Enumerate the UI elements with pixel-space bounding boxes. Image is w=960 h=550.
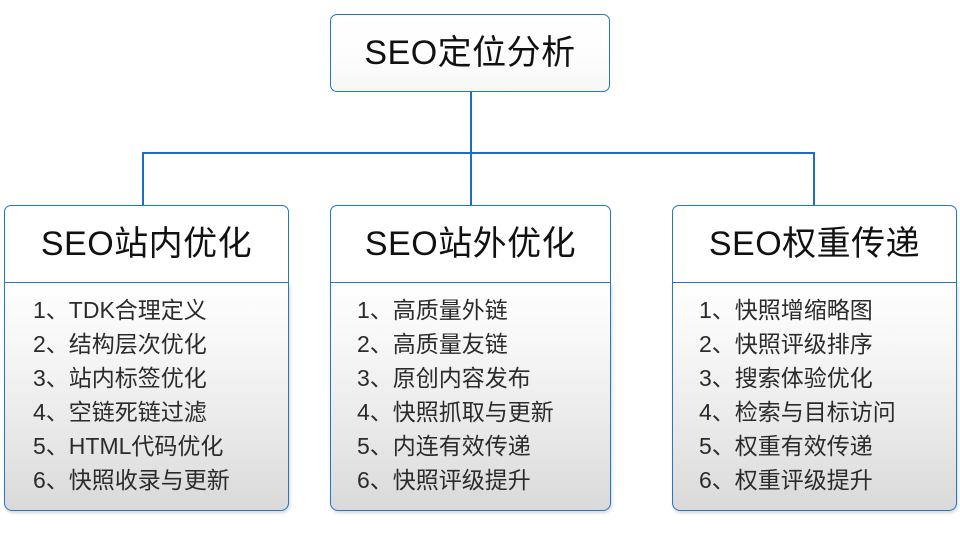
branch-body-2: 1、高质量外链 2、高质量友链 3、原创内容发布 4、快照抓取与更新 5、内连有… xyxy=(330,283,611,511)
list-item: 3、原创内容发布 xyxy=(331,361,610,395)
connector-drop-branch-1 xyxy=(142,152,144,206)
list-item-label: 权重有效传递 xyxy=(734,433,873,459)
list-item-label: 站内标签优化 xyxy=(68,365,207,391)
list-item: 6、快照评级提升 xyxy=(331,463,610,497)
branch-header-3[interactable]: SEO权重传递 xyxy=(672,205,957,283)
list-item: 5、HTML代码优化 xyxy=(5,429,288,463)
branch-header-2[interactable]: SEO站外优化 xyxy=(330,205,611,283)
connector-drop-branch-2 xyxy=(470,152,472,206)
list-item-label: 快照抓取与更新 xyxy=(392,399,554,425)
list-item-label: 快照增缩略图 xyxy=(734,297,873,323)
list-item: 2、高质量友链 xyxy=(331,327,610,361)
list-item-index: 5、 xyxy=(699,433,735,459)
list-item: 3、搜索体验优化 xyxy=(673,361,956,395)
list-item-label: 搜索体验优化 xyxy=(734,365,873,391)
list-item-index: 1、 xyxy=(33,297,69,323)
branch-body-3: 1、快照增缩略图 2、快照评级排序 3、搜索体验优化 4、检索与目标访问 5、权… xyxy=(672,283,957,511)
branch-list-3: 1、快照增缩略图 2、快照评级排序 3、搜索体验优化 4、检索与目标访问 5、权… xyxy=(673,293,956,497)
root-node[interactable]: SEO定位分析 xyxy=(330,14,610,92)
list-item-index: 4、 xyxy=(33,399,69,425)
list-item-label: 原创内容发布 xyxy=(392,365,531,391)
list-item-index: 3、 xyxy=(699,365,735,391)
list-item-index: 6、 xyxy=(357,467,393,493)
list-item-index: 6、 xyxy=(33,467,69,493)
list-item-index: 3、 xyxy=(33,365,69,391)
list-item-label: 高质量外链 xyxy=(392,297,508,323)
list-item-label: 结构层次优化 xyxy=(68,331,207,357)
branch-column-3: SEO权重传递 1、快照增缩略图 2、快照评级排序 3、搜索体验优化 4、检索与… xyxy=(672,205,957,511)
list-item-label: TDK合理定义 xyxy=(68,297,207,323)
list-item: 2、结构层次优化 xyxy=(5,327,288,361)
list-item-index: 3、 xyxy=(357,365,393,391)
list-item: 5、内连有效传递 xyxy=(331,429,610,463)
connector-root-drop xyxy=(470,92,472,154)
list-item: 6、权重评级提升 xyxy=(673,463,956,497)
list-item: 4、空链死链过滤 xyxy=(5,395,288,429)
branch-column-2: SEO站外优化 1、高质量外链 2、高质量友链 3、原创内容发布 4、快照抓取与… xyxy=(330,205,611,511)
branch-title-3: SEO权重传递 xyxy=(708,225,921,263)
branch-header-1[interactable]: SEO站内优化 xyxy=(4,205,289,283)
list-item-index: 1、 xyxy=(357,297,393,323)
list-item-index: 5、 xyxy=(33,433,69,459)
list-item: 2、快照评级排序 xyxy=(673,327,956,361)
connector-drop-branch-3 xyxy=(813,152,815,206)
list-item-index: 4、 xyxy=(699,399,735,425)
list-item-index: 1、 xyxy=(699,297,735,323)
list-item: 4、快照抓取与更新 xyxy=(331,395,610,429)
root-node-title: SEO定位分析 xyxy=(364,34,576,72)
list-item-index: 5、 xyxy=(357,433,393,459)
list-item-label: 快照评级提升 xyxy=(392,467,531,493)
branch-title-1: SEO站内优化 xyxy=(40,225,253,263)
list-item: 4、检索与目标访问 xyxy=(673,395,956,429)
branch-column-1: SEO站内优化 1、TDK合理定义 2、结构层次优化 3、站内标签优化 4、空链… xyxy=(4,205,289,511)
list-item-label: HTML代码优化 xyxy=(68,433,224,459)
list-item-label: 空链死链过滤 xyxy=(68,399,207,425)
list-item: 5、权重有效传递 xyxy=(673,429,956,463)
list-item-index: 2、 xyxy=(33,331,69,357)
branch-list-2: 1、高质量外链 2、高质量友链 3、原创内容发布 4、快照抓取与更新 5、内连有… xyxy=(331,293,610,497)
list-item-label: 高质量友链 xyxy=(392,331,508,357)
list-item-index: 2、 xyxy=(699,331,735,357)
list-item-index: 2、 xyxy=(357,331,393,357)
list-item-index: 6、 xyxy=(699,467,735,493)
list-item-label: 权重评级提升 xyxy=(734,467,873,493)
list-item: 1、TDK合理定义 xyxy=(5,293,288,327)
list-item: 3、站内标签优化 xyxy=(5,361,288,395)
list-item: 1、高质量外链 xyxy=(331,293,610,327)
list-item-label: 快照收录与更新 xyxy=(68,467,230,493)
branch-list-1: 1、TDK合理定义 2、结构层次优化 3、站内标签优化 4、空链死链过滤 5、H… xyxy=(5,293,288,497)
list-item-index: 4、 xyxy=(357,399,393,425)
branch-body-1: 1、TDK合理定义 2、结构层次优化 3、站内标签优化 4、空链死链过滤 5、H… xyxy=(4,283,289,511)
list-item-label: 内连有效传递 xyxy=(392,433,531,459)
branch-title-2: SEO站外优化 xyxy=(364,225,577,263)
list-item-label: 快照评级排序 xyxy=(734,331,873,357)
list-item: 1、快照增缩略图 xyxy=(673,293,956,327)
connector-horizontal-bus xyxy=(142,152,815,154)
list-item: 6、快照收录与更新 xyxy=(5,463,288,497)
list-item-label: 检索与目标访问 xyxy=(734,399,896,425)
